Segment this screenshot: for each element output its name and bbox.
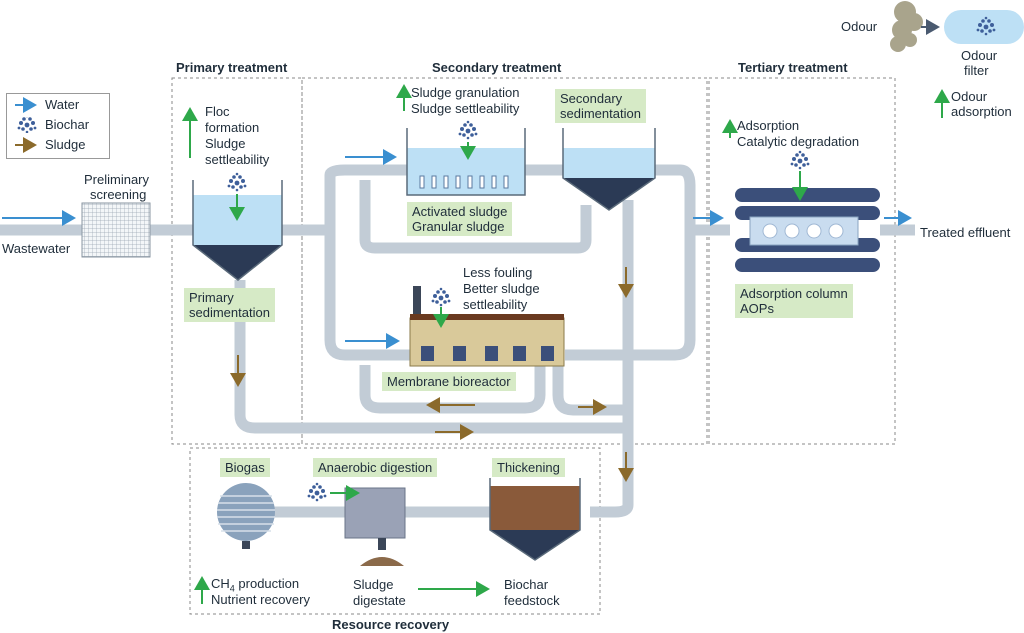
granulation-benefit-1: Sludge granulation bbox=[411, 85, 520, 100]
primary-sedimentation-line-2: sedimentation bbox=[189, 305, 270, 320]
biogas-label: Biogas bbox=[220, 458, 270, 477]
secondary-sedimentation-line-1: Secondary bbox=[560, 91, 623, 106]
secondary-clarifier bbox=[562, 128, 656, 211]
primary-benefit-4: settleability bbox=[205, 152, 270, 167]
ch4-subscript: 4 bbox=[229, 583, 235, 594]
membrane-bioreactor-label: Membrane bioreactor bbox=[382, 372, 516, 391]
anaerobic-digester bbox=[344, 487, 406, 566]
primary-benefit-3: Sludge bbox=[205, 136, 246, 151]
digestion-biochar-icon bbox=[307, 482, 327, 502]
adsorption-column-line-1: Adsorption column bbox=[740, 286, 848, 301]
tertiary-biochar-icon bbox=[790, 150, 810, 170]
water-arrows bbox=[2, 149, 912, 349]
activated-sludge-line-1: Activated sludge bbox=[412, 204, 508, 219]
adsorption-column-label: Adsorption column AOPs bbox=[735, 284, 853, 318]
mbr-benefit-2: Better sludge bbox=[463, 281, 540, 296]
odour-filter-line-1: Odour bbox=[961, 48, 998, 63]
legend: Water Biochar Sludge bbox=[6, 93, 110, 159]
activated-sludge-label: Activated sludge Granular sludge bbox=[407, 202, 513, 236]
screening-label-1: Preliminary bbox=[84, 172, 150, 187]
wastewater-label: Wastewater bbox=[2, 241, 71, 256]
tertiary-benefit-1: Adsorption bbox=[737, 118, 800, 133]
sludge-digestate-line-1: Sludge bbox=[353, 577, 394, 592]
mbr-benefit-3: settleability bbox=[463, 297, 528, 312]
primary-header: Primary treatment bbox=[176, 60, 288, 75]
odour-filter-line-2: filter bbox=[964, 63, 989, 78]
secondary-header: Secondary treatment bbox=[432, 60, 562, 75]
biogas-holder bbox=[217, 483, 275, 549]
tertiary-header: Tertiary treatment bbox=[738, 60, 848, 75]
mbr-benefit-1: Less fouling bbox=[463, 265, 533, 280]
odour-label: Odour bbox=[841, 19, 878, 34]
biochar-feedstock-line-1: Biochar bbox=[504, 577, 549, 592]
biochar-feedstock-line-2: feedstock bbox=[504, 593, 560, 608]
primary-sedimentation-label: Primary sedimentation bbox=[184, 288, 275, 322]
legend-biochar-label: Biochar bbox=[45, 117, 90, 132]
mbr-biochar-icon bbox=[431, 287, 451, 307]
ch4-text: CH bbox=[211, 576, 230, 591]
ch4-production-label: CH4 production bbox=[211, 576, 299, 597]
odour-benefit-2: adsorption bbox=[951, 104, 1012, 119]
tertiary-benefit-2: Catalytic degradation bbox=[737, 134, 860, 149]
odour-cloud bbox=[890, 1, 923, 52]
primary-sedimentation-line-1: Primary bbox=[189, 290, 234, 305]
adsorption-column-line-2: AOPs bbox=[740, 301, 774, 316]
primary-biochar-icon bbox=[227, 172, 247, 192]
granulation-benefit-2: Sludge settleability bbox=[411, 101, 520, 116]
pipe-network bbox=[0, 164, 915, 518]
resource-header: Resource recovery bbox=[332, 617, 450, 632]
thickener bbox=[489, 478, 581, 561]
primary-benefit-1: Floc bbox=[205, 104, 230, 119]
screening-grid bbox=[81, 202, 151, 258]
activated-sludge-line-2: Granular sludge bbox=[412, 219, 505, 234]
odour-benefit-1: Odour bbox=[951, 89, 988, 104]
thickening-label: Thickening bbox=[492, 458, 565, 477]
screening-label-2: screening bbox=[90, 187, 147, 202]
legend-sludge-label: Sludge bbox=[45, 137, 86, 152]
sludge-digestate-line-2: digestate bbox=[353, 593, 406, 608]
tertiary-section-box bbox=[708, 77, 896, 445]
resource-section-box bbox=[189, 447, 601, 615]
anaerobic-digestion-label: Anaerobic digestion bbox=[313, 458, 438, 477]
primary-benefit-2: formation bbox=[205, 120, 260, 135]
secondary-sedimentation-label: Secondary sedimentation bbox=[555, 89, 646, 123]
activated-biochar-icon bbox=[458, 120, 478, 140]
secondary-section-box bbox=[301, 77, 708, 445]
treated-effluent-label: Treated effluent bbox=[920, 225, 1011, 240]
legend-water-label: Water bbox=[45, 97, 80, 112]
secondary-sedimentation-line-2: sedimentation bbox=[560, 106, 641, 121]
adsorption-column bbox=[735, 188, 880, 272]
ch4-rest: production bbox=[234, 576, 300, 591]
benefit-up-arrows bbox=[182, 84, 950, 604]
activated-sludge-tank bbox=[406, 128, 526, 196]
sludge-arrows bbox=[230, 267, 634, 482]
nutrient-recovery-label: Nutrient recovery bbox=[211, 592, 310, 607]
